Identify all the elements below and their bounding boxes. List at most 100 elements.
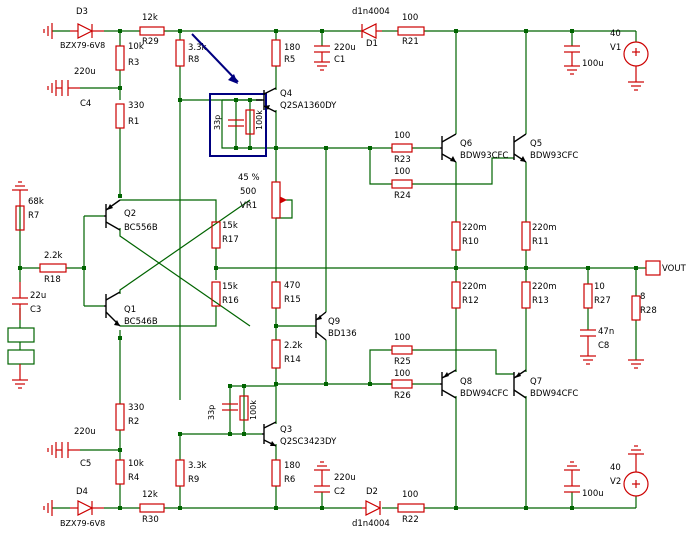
wires: [19, 30, 646, 509]
q4-ref: Q4: [280, 89, 292, 99]
capacitor-c1: 220u C1: [314, 43, 356, 71]
c7-value: 100u: [582, 489, 604, 499]
r28-ref: R28: [640, 306, 657, 316]
q2-ref: Q2: [124, 209, 136, 219]
q3-ref: Q3: [280, 425, 292, 435]
c5-ref: C5: [80, 459, 91, 469]
r27-value: 10: [594, 282, 605, 292]
resistor-r3: 10k R3: [115, 42, 144, 71]
q7-ref: Q7: [530, 377, 542, 387]
r23-ref: R23: [394, 155, 411, 165]
resistor-q3-feedback: 100k: [239, 395, 258, 421]
resistor-r12: 220m R12: [451, 281, 487, 309]
capacitor-c3: 22u C3: [12, 282, 46, 320]
r30-ref: R30: [142, 515, 159, 525]
r12-value: 220m: [462, 282, 487, 292]
r29-ref: R29: [142, 37, 159, 47]
annotation-arrow: [191, 33, 239, 84]
r4-value: 10k: [128, 459, 144, 469]
c-q3-value: 33p: [207, 405, 216, 420]
r9-value: 3.3k: [188, 461, 207, 471]
r23-value: 100: [394, 131, 410, 141]
q8-ref: Q8: [460, 377, 472, 387]
resistor-r21: 100 R21: [397, 13, 425, 47]
potentiometer-vr1: 45 % 500 VR1: [238, 173, 288, 219]
r16-value: 15k: [222, 282, 238, 292]
r4-ref: R4: [128, 473, 139, 483]
r5-ref: R5: [284, 55, 295, 65]
q5-model: BDW93CFC: [530, 151, 578, 161]
r7-ref: R7: [28, 211, 39, 221]
resistor-r2: 330 R2: [115, 403, 144, 431]
c-q4-value: 33p: [213, 115, 222, 130]
r15-value: 470: [284, 281, 300, 291]
r15-ref: R15: [284, 295, 301, 305]
c8-ref: C8: [598, 341, 609, 351]
resistor-r9: 3.3k R9: [175, 459, 207, 487]
v2-ref: V2: [610, 477, 621, 487]
diode-d2: D2 d1n4004: [352, 487, 390, 529]
transistor-q7: Q7 BDW94CFC: [513, 369, 578, 399]
resistor-q4-feedback: 100k: [245, 109, 264, 135]
d4-value: BZX79-6V8: [60, 519, 105, 528]
r21-ref: R21: [402, 37, 419, 47]
resistor-r6: 180 R6: [271, 459, 300, 487]
d1-ref: D1: [366, 39, 378, 49]
resistor-r18: 2.2k R18: [39, 251, 67, 285]
r12-ref: R12: [462, 296, 479, 306]
q6-model: BDW93CFC: [460, 151, 508, 161]
v1-value: 40: [610, 29, 621, 39]
r2-value: 330: [128, 403, 144, 413]
capacitor-c7: 100u: [564, 461, 604, 499]
r11-ref: R11: [532, 237, 549, 247]
r13-ref: R13: [532, 296, 549, 306]
resistor-r14: 2.2k R14: [271, 339, 303, 369]
q9-model: BD136: [328, 329, 357, 339]
r29-value: 12k: [142, 13, 158, 23]
r8-value: 3.3k: [188, 43, 207, 53]
capacitor-c8: 47n C8: [580, 327, 614, 365]
voltage-source-v1: 40 V1: [610, 29, 649, 91]
resistor-r28: 8 R28: [628, 292, 657, 369]
r11-value: 220m: [532, 223, 557, 233]
resistor-r8: 3.3k R8: [175, 39, 207, 67]
r30-value: 12k: [142, 490, 158, 500]
q6-ref: Q6: [460, 139, 472, 149]
r6-ref: R6: [284, 475, 295, 485]
junctions: [18, 29, 638, 510]
q2-model: BC556B: [124, 223, 158, 233]
r27-ref: R27: [594, 296, 611, 306]
diode-d4: D4 BZX79-6V8: [43, 487, 105, 528]
resistor-r26: 100 R26: [391, 369, 413, 401]
resistor-r15: 470 R15: [271, 281, 301, 309]
capacitor-q3-feedback: 33p: [207, 403, 238, 420]
r1-value: 330: [128, 101, 144, 111]
capacitor-c6: 100u: [564, 45, 604, 75]
c4-value: 220u: [74, 67, 96, 77]
r9-ref: R9: [188, 475, 199, 485]
q5-ref: Q5: [530, 139, 542, 149]
q3-model: Q2SC3423DY: [280, 437, 337, 447]
vr1-value: 500: [240, 187, 256, 197]
r24-ref: R24: [394, 191, 411, 201]
resistor-r27: 10 R27: [583, 282, 611, 309]
r-q4-value: 100k: [255, 110, 264, 130]
r-q3-value: 100k: [249, 400, 258, 420]
transistor-q8: Q8 BDW94CFC: [440, 369, 508, 399]
c3-value: 22u: [30, 291, 46, 301]
capacitor-c2: 220u C2: [314, 461, 356, 497]
r1-ref: R1: [128, 117, 139, 127]
r14-ref: R14: [284, 355, 301, 365]
r21-value: 100: [402, 13, 418, 23]
q1-ref: Q1: [124, 305, 136, 315]
q7-model: BDW94CFC: [530, 389, 578, 399]
resistor-r23: 100 R23: [391, 131, 413, 165]
resistor-r1: 330 R1: [115, 101, 144, 129]
vout-port: VOUT: [645, 260, 687, 276]
transistor-q5: Q5 BDW93CFC: [513, 133, 578, 163]
r3-value: 10k: [128, 42, 144, 52]
r2-ref: R2: [128, 417, 139, 427]
diode-d1: d1n4004 D1: [352, 7, 390, 49]
transistor-q9: Q9 BD136: [315, 311, 357, 341]
